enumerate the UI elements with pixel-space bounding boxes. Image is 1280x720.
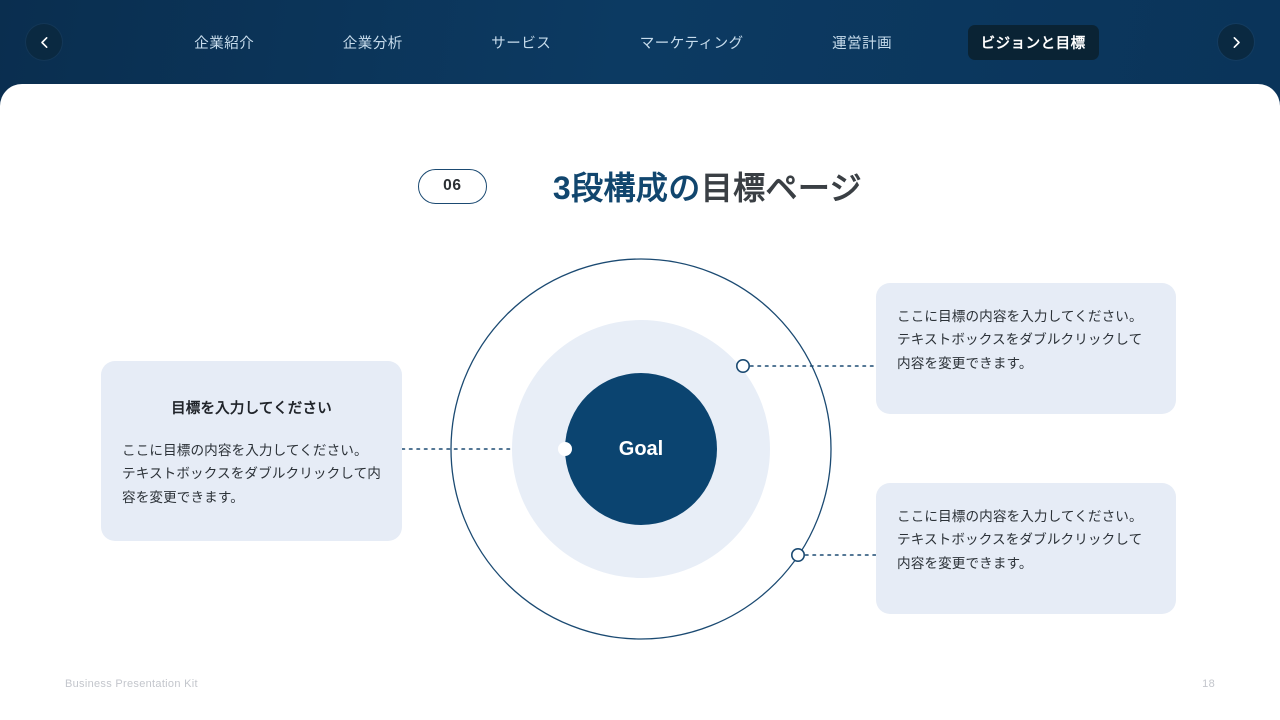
page-title: 3段構成の目標ページ bbox=[553, 163, 862, 209]
slide-number-badge: 06 bbox=[417, 168, 487, 204]
footer-page-number: 18 bbox=[1202, 678, 1215, 690]
nav-item-marketing[interactable]: マーケティング bbox=[639, 35, 744, 52]
slide-canvas: 06 3段構成の目標ページ Goal 目標を入力してください bbox=[0, 84, 1280, 720]
nav-item-list: 企業紹介 企業分析 サービス マーケティング 運営計画 ビジョンと目標 bbox=[150, 0, 1130, 84]
page-title-accent: 3段構成の bbox=[552, 170, 701, 206]
goal-card-right-bottom-body: ここに目標の内容を入力してください。テキストボックスをダブルクリックして内容を変… bbox=[897, 509, 1143, 571]
nav-item-operation-plan[interactable]: 運営計画 bbox=[832, 35, 893, 52]
nav-item-company-analysis[interactable]: 企業分析 bbox=[342, 35, 403, 52]
goal-center-label: Goal bbox=[619, 438, 663, 460]
inner-goal-circle bbox=[565, 373, 717, 525]
chevron-left-icon bbox=[40, 36, 47, 48]
goal-card-right-bottom[interactable]: ここに目標の内容を入力してください。テキストボックスをダブルクリックして内容を変… bbox=[876, 483, 1176, 614]
nav-item-service[interactable]: サービス bbox=[491, 35, 552, 52]
outer-circle bbox=[450, 258, 832, 640]
goal-card-left[interactable]: 目標を入力してください ここに目標の内容を入力してください。テキストボックスをダ… bbox=[101, 361, 402, 541]
goal-card-right-top-body: ここに目標の内容を入力してください。テキストボックスをダブルクリックして内容を変… bbox=[897, 309, 1143, 371]
chevron-right-icon bbox=[1233, 36, 1240, 48]
next-slide-button[interactable] bbox=[1218, 24, 1254, 60]
node-bottom-right[interactable] bbox=[790, 547, 805, 562]
footer-brand: Business Presentation Kit bbox=[65, 678, 198, 690]
prev-slide-button[interactable] bbox=[26, 24, 62, 60]
nav-item-company-intro[interactable]: 企業紹介 bbox=[194, 35, 255, 52]
top-navigation-bar: 企業紹介 企業分析 サービス マーケティング 運営計画 ビジョンと目標 bbox=[0, 0, 1280, 84]
goal-card-right-top[interactable]: ここに目標の内容を入力してください。テキストボックスをダブルクリックして内容を変… bbox=[876, 283, 1176, 414]
goal-card-left-heading: 目標を入力してください bbox=[171, 401, 332, 417]
node-left[interactable] bbox=[558, 442, 572, 456]
node-top-right[interactable] bbox=[735, 358, 750, 373]
page-title-dark: 目標ページ bbox=[700, 170, 863, 206]
goal-card-left-body: ここに目標の内容を入力してください。テキストボックスをダブルクリックして内容を変… bbox=[122, 443, 381, 505]
middle-circle bbox=[512, 320, 770, 578]
nav-item-vision-goals[interactable]: ビジョンと目標 bbox=[967, 24, 1099, 60]
slide-title-row: 06 3段構成の目標ページ bbox=[0, 163, 1280, 209]
